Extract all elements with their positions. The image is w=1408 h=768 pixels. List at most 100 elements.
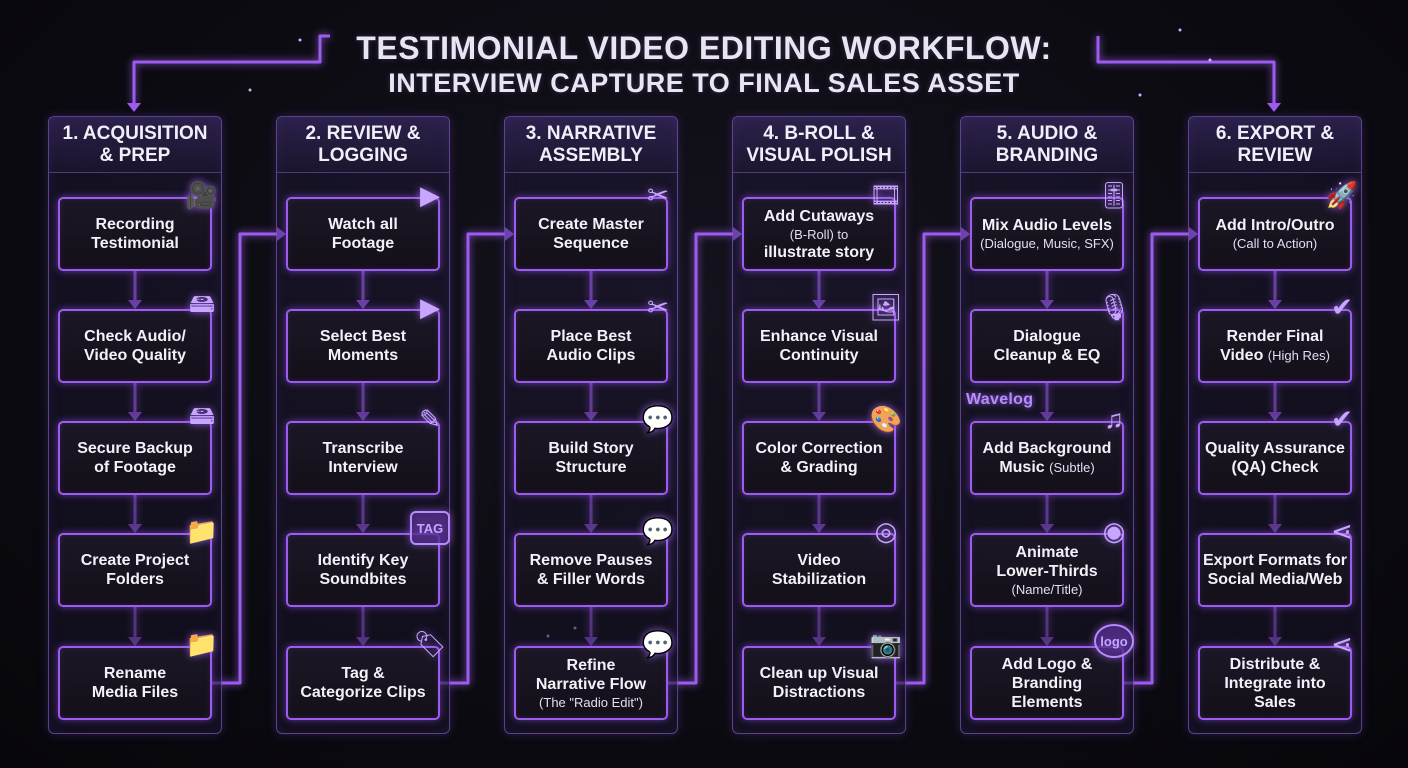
- speech-bubble-icon: 💬: [641, 515, 675, 546]
- step-label-line-2: Soundbites: [319, 571, 407, 588]
- sparkle-dot: [298, 38, 302, 42]
- workflow-step[interactable]: Color Correction& Grading: [742, 421, 896, 495]
- color-circles-icon: ◎: [874, 515, 898, 546]
- step-label-line-2: (QA) Check: [1231, 459, 1319, 476]
- sparkle-dot: [1138, 93, 1142, 97]
- palette-icon: 🎨: [869, 403, 903, 434]
- step-label-line-1: Add Logo &: [1001, 655, 1093, 673]
- step-label-line-3: illustrate story: [763, 243, 875, 261]
- title-connector-right: [1096, 36, 1276, 104]
- camera-tripod-icon: 📷: [869, 628, 903, 659]
- step-sublabel: (Call to Action): [1232, 236, 1318, 251]
- scissors-icon: ✂: [647, 179, 669, 210]
- step-sublabel: (Name/Title): [1011, 581, 1083, 597]
- step-label-line-1: Quality Assurance: [1205, 440, 1345, 457]
- step-label-line-2: Folders: [106, 571, 164, 588]
- step-label-line-2: Cleanup & EQ: [993, 347, 1101, 364]
- workflow-step[interactable]: Mix Audio Levels(Dialogue, Music, SFX): [970, 197, 1124, 271]
- step-label-line-1: Check Audio/: [84, 328, 186, 345]
- step-label-line-1: Enhance Visual: [760, 328, 878, 345]
- rocket-icon: 🚀: [1325, 179, 1359, 210]
- share-window-icon: ⋖: [1331, 515, 1353, 546]
- step-label-line-2: of Footage: [94, 459, 176, 476]
- column-connector: [668, 232, 734, 685]
- camera-mic-icon: 🎥: [185, 179, 219, 210]
- hard-drive-icon: 🖴: [188, 288, 216, 318]
- step-label-line-1: Tag &: [341, 665, 385, 682]
- step-label-line-1: Add Intro/Outro: [1215, 217, 1335, 234]
- step-label-line-1: Clean up Visual: [759, 665, 879, 682]
- workflow-step[interactable]: Quality Assurance (QA) Check: [1198, 421, 1352, 495]
- image-frame-icon: 🖼: [869, 291, 903, 322]
- step-sublabel: (High Res): [1267, 348, 1330, 363]
- step-label-line-1: Identify Key: [317, 552, 409, 569]
- share-icon: ⋖: [1331, 628, 1353, 659]
- workflow-step[interactable]: Add Intro/Outro (Call to Action): [1198, 197, 1352, 271]
- step-label-line-2: Media Files: [91, 684, 179, 701]
- step-label-line-1: Export Formats for: [1202, 552, 1347, 569]
- step-label-line-2: Interview: [328, 459, 398, 476]
- folder-icon: 📁: [185, 628, 219, 659]
- step-label-line-1: Watch all: [328, 216, 398, 233]
- logo-circle-icon: logo: [1094, 624, 1134, 658]
- step-sublabel: (Subtle): [1049, 460, 1095, 475]
- column-heading: 1. ACQUISITION & PREP: [49, 117, 221, 173]
- step-label-line-1: Add Background: [982, 440, 1112, 457]
- sparkle-dot: [1208, 58, 1212, 62]
- column-connector: [440, 232, 506, 685]
- arrow-head: [1267, 103, 1281, 112]
- step-label-line-2: Lower-Thirds: [996, 562, 1098, 580]
- step-label-line-2: & Grading: [780, 459, 858, 476]
- step-label-line-1: Rename: [103, 665, 167, 682]
- chat-bubbles-icon: 💬: [641, 403, 675, 434]
- step-label-line-2: Testimonial: [91, 235, 179, 252]
- step-label-line-1: Render Final: [1226, 328, 1324, 345]
- waveform-label: Wavelog: [966, 391, 1034, 408]
- workflow-step[interactable]: Tag &Categorize Clips: [286, 646, 440, 720]
- step-label-line-2: Audio Clips: [546, 347, 636, 364]
- column-heading: 3. NARRATIVE ASSEMBLY: [505, 117, 677, 173]
- step-label-line-3: Sales: [1254, 693, 1296, 711]
- step-label-line-1: Animate: [1015, 543, 1079, 561]
- step-label-line-2: Narrative Flow: [535, 675, 647, 693]
- sparkle-dot: [248, 88, 252, 92]
- code-check-icon: ✔: [1331, 403, 1353, 434]
- step-label-line-1: Build Story: [548, 440, 634, 457]
- step-label-line-2: Distractions: [772, 684, 866, 701]
- step-label-line-1: Transcribe: [322, 440, 404, 457]
- step-label-line-1: Create Master: [538, 216, 644, 233]
- workflow-step[interactable]: Remove Pauses& Filler Words: [514, 533, 668, 607]
- step-label-text: Music: [999, 459, 1045, 476]
- workflow-step[interactable]: Check Audio/Video Quality: [58, 309, 212, 383]
- title-connector-left: [132, 34, 330, 104]
- column-connector: [1124, 232, 1190, 685]
- step-label-line-1: Refine: [566, 656, 616, 674]
- step-label-line-2: Video Quality: [84, 347, 186, 364]
- video-player-icon: ▶: [420, 291, 440, 322]
- step-label-line-2: Continuity: [779, 347, 859, 364]
- waveform-circle-icon: ◉: [1102, 515, 1126, 546]
